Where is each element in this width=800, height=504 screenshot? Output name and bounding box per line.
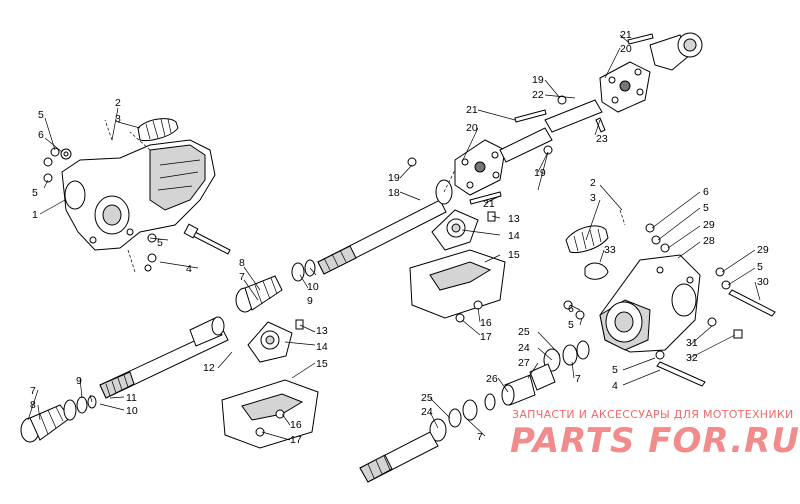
callout-28: 28 bbox=[703, 235, 715, 247]
callout-5: 5 bbox=[568, 319, 574, 331]
callout-3: 3 bbox=[590, 192, 596, 204]
rear-gearcase-boot bbox=[565, 225, 609, 280]
callout-24: 24 bbox=[421, 406, 433, 418]
left-axle-shaft bbox=[76, 316, 229, 414]
rear-axle bbox=[359, 340, 590, 483]
watermark: ЗАПЧАСТИ И АКСЕССУАРЫ ДЛЯ МОТОТЕХНИКИ PA… bbox=[510, 408, 800, 461]
callout-27: 27 bbox=[518, 357, 530, 369]
carrier-bearing-upper bbox=[409, 209, 506, 323]
callout-9: 9 bbox=[307, 295, 313, 307]
gearcase-bolt bbox=[183, 223, 231, 255]
callout-7: 7 bbox=[239, 271, 245, 283]
callout-19: 19 bbox=[388, 172, 400, 184]
callout-32: 32 bbox=[686, 352, 698, 364]
callout-15: 15 bbox=[316, 358, 328, 370]
callout-7: 7 bbox=[575, 373, 581, 385]
callout-4: 4 bbox=[186, 263, 192, 275]
callout-20: 20 bbox=[466, 122, 478, 134]
callout-9: 9 bbox=[76, 375, 82, 387]
callout-19: 19 bbox=[532, 74, 544, 86]
callout-31: 31 bbox=[686, 337, 698, 349]
rear-gearcase-hardware bbox=[563, 223, 776, 387]
callout-6: 6 bbox=[38, 129, 44, 141]
callout-7: 7 bbox=[30, 385, 36, 397]
callout-2: 2 bbox=[590, 177, 596, 189]
callout-25: 25 bbox=[421, 392, 433, 404]
callout-23: 23 bbox=[596, 133, 608, 145]
front-shaft-boot bbox=[235, 259, 316, 313]
callout-8: 8 bbox=[30, 399, 36, 411]
leader-lines bbox=[27, 34, 761, 441]
callout-10: 10 bbox=[307, 281, 319, 293]
callout-5: 5 bbox=[157, 237, 163, 249]
watermark-caption: ЗАПЧАСТИ И АКСЕССУАРЫ ДЛЯ МОТОТЕХНИКИ bbox=[512, 408, 794, 421]
alignment-lines bbox=[104, 119, 626, 273]
callout-6: 6 bbox=[568, 303, 574, 315]
callout-12: 12 bbox=[203, 362, 215, 374]
callout-5: 5 bbox=[612, 364, 618, 376]
callout-21: 21 bbox=[620, 29, 632, 41]
callout-7: 7 bbox=[477, 431, 483, 443]
callout-11: 11 bbox=[126, 392, 137, 404]
callout-16: 16 bbox=[290, 419, 302, 431]
callout-5: 5 bbox=[703, 202, 709, 214]
callout-5: 5 bbox=[757, 261, 763, 273]
callout-30: 30 bbox=[757, 276, 769, 288]
center-driveshaft bbox=[317, 179, 453, 275]
callout-25: 25 bbox=[518, 326, 530, 338]
callout-29: 29 bbox=[757, 244, 769, 256]
callout-10: 10 bbox=[126, 405, 138, 417]
callout-17: 17 bbox=[480, 331, 492, 343]
callout-13: 13 bbox=[316, 325, 328, 337]
callout-24: 24 bbox=[518, 342, 530, 354]
callout-16: 16 bbox=[480, 317, 492, 329]
gearcase-hardware bbox=[43, 147, 157, 272]
callout-5: 5 bbox=[32, 187, 38, 199]
coupler-flange-lower bbox=[454, 127, 553, 196]
rear-gearcase bbox=[599, 254, 701, 353]
callout-17: 17 bbox=[290, 434, 302, 446]
watermark-logo: PARTS FOR.RU bbox=[510, 421, 800, 461]
front-gearcase bbox=[61, 139, 216, 251]
callout-18: 18 bbox=[388, 187, 400, 199]
left-axle-boot bbox=[20, 399, 77, 443]
callout-13: 13 bbox=[508, 213, 520, 225]
callout-8: 8 bbox=[239, 257, 245, 269]
callout-14: 14 bbox=[508, 230, 520, 242]
callout-5: 5 bbox=[38, 109, 44, 121]
callout-22: 22 bbox=[532, 89, 544, 101]
callout-21: 21 bbox=[466, 104, 478, 116]
callout-29: 29 bbox=[703, 219, 715, 231]
callout-2: 2 bbox=[115, 97, 121, 109]
carrier-bearing-lower bbox=[221, 319, 319, 449]
callout-20: 20 bbox=[620, 43, 632, 55]
callout-33: 33 bbox=[604, 244, 616, 256]
callout-labels: 2 3 5 6 5 1 5 4 8 7 10 9 13 14 15 12 16 … bbox=[30, 29, 769, 446]
callout-6: 6 bbox=[703, 186, 709, 198]
callout-19: 19 bbox=[534, 167, 546, 179]
gearcase-boot bbox=[137, 118, 179, 141]
callout-15: 15 bbox=[508, 249, 520, 261]
callout-26: 26 bbox=[486, 373, 498, 385]
callout-1: 1 bbox=[32, 209, 38, 221]
coupler-bolts bbox=[407, 33, 654, 205]
callout-4: 4 bbox=[612, 380, 618, 392]
upper-shaft bbox=[544, 32, 703, 133]
callout-14: 14 bbox=[316, 341, 328, 353]
callout-3: 3 bbox=[115, 113, 121, 125]
callout-21: 21 bbox=[483, 198, 495, 210]
